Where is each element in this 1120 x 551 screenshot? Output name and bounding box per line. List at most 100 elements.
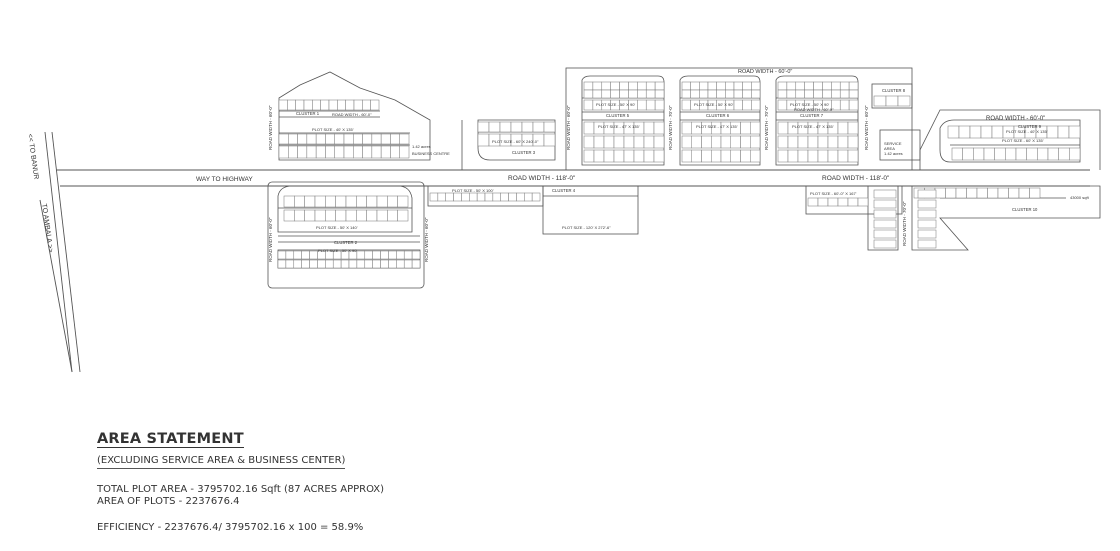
plot-cell [817, 135, 829, 149]
plot-cell [314, 209, 326, 222]
plot-cell [623, 149, 635, 163]
way-to-highway-label: WAY TO HIGHWAY [196, 176, 253, 183]
plot-cell [1057, 125, 1070, 139]
plot-size-cluster-9b: PLOT SIZE - 60' X 135' [1002, 138, 1044, 143]
plot-cell [966, 187, 978, 199]
plot-cell [353, 99, 363, 111]
plot-cell [837, 135, 849, 149]
plot-cell [730, 149, 741, 163]
plot-cell [294, 195, 305, 208]
plot-cell [380, 259, 389, 269]
highway-line-right [51, 131, 81, 373]
plot-cell [847, 135, 859, 149]
plot-cell [987, 187, 999, 199]
plot-cell [325, 145, 335, 159]
plot-cell [335, 209, 347, 222]
plot-cell [499, 121, 512, 133]
plot-cell [813, 81, 823, 91]
plot-cell [839, 89, 850, 99]
plot-cell [707, 81, 717, 91]
plot-cell [601, 89, 611, 99]
plot-cell [751, 89, 761, 99]
service-area-label-2: AREA [884, 146, 895, 151]
plot-cell [445, 192, 454, 202]
plot-size-cluster-7a: PLOT SIZE - 50' X 90' [790, 102, 829, 107]
plot-cell [742, 89, 752, 99]
plot-cell [847, 197, 859, 207]
plot-cell [633, 135, 645, 149]
plot-cell [777, 121, 789, 135]
plot-cell [283, 195, 295, 208]
plot-cell [345, 209, 357, 222]
plot-cell [716, 89, 726, 99]
plot-cell [325, 195, 336, 208]
plot-cell [306, 145, 317, 159]
plot-cell [317, 259, 326, 269]
plot-cell [332, 259, 342, 269]
plot-cell [411, 259, 421, 269]
plot-cell [777, 81, 788, 91]
plot-cell [795, 81, 805, 91]
plot-cell [1046, 125, 1059, 139]
plot-cell [691, 135, 702, 149]
plot-cell [312, 99, 321, 111]
cluster-1-road-label: ROAD WIDTH - 60'-0" [332, 112, 372, 117]
plot-cell [817, 197, 829, 207]
plot-cell [356, 259, 366, 269]
plot-cell [403, 259, 413, 269]
plot-cell [397, 195, 409, 208]
plot-cell [951, 147, 963, 161]
plot-cell [356, 209, 367, 222]
plot-cell [340, 259, 350, 269]
plot-cell [720, 149, 731, 163]
plot-cell [492, 192, 501, 202]
highway-line-left-2 [39, 199, 73, 373]
plot-cell [380, 145, 391, 159]
plot-cell [372, 250, 381, 260]
plot-cell [1037, 147, 1049, 161]
plot-cell [619, 81, 629, 91]
plot-cell [288, 133, 298, 145]
plot-cell [583, 89, 594, 99]
plot-cell [477, 121, 490, 133]
plot-rows [277, 81, 1081, 269]
plot-cell [917, 219, 937, 229]
plot-cell [837, 197, 849, 207]
plot-cell [484, 192, 494, 202]
plot-cell [750, 121, 761, 135]
plot-cell [733, 99, 743, 111]
plot-cell [278, 99, 288, 111]
plot-cell [287, 99, 296, 111]
plot-cell [787, 135, 799, 149]
plot-cell [873, 229, 897, 239]
plot-cell [524, 192, 533, 202]
plot-size-cluster-3: PLOT SIZE - 60' X 240'-0" [492, 139, 539, 144]
plot-size-cluster-6a: PLOT SIZE - 50' X 90' [694, 102, 733, 107]
plot-cell [613, 149, 625, 163]
plot-size-cluster-5b: PLOT SIZE - 47' X 135' [598, 124, 640, 129]
plot-cell [399, 133, 410, 145]
plot-cell [396, 250, 405, 260]
plot-cell [380, 250, 389, 260]
plot-cell [633, 149, 645, 163]
cluster-3-label: CLUSTER 3 [512, 150, 536, 155]
plot-cell [343, 133, 354, 145]
area-of-plots: AREA OF PLOTS - 2237676.4 [97, 496, 240, 507]
plot-cell [366, 195, 378, 208]
road-width-vertical-4: ROAD WIDTH - 60'-0" [566, 105, 571, 150]
plot-cell [945, 187, 957, 199]
plot-cell [278, 145, 289, 159]
plot-cell [873, 209, 897, 219]
plot-cell [1068, 125, 1081, 139]
plot-cell [955, 187, 967, 199]
plot-cell [388, 259, 397, 269]
plot-cell [476, 192, 486, 202]
plot-cell [653, 121, 665, 135]
plot-cell [277, 259, 287, 269]
plot-cell [681, 135, 692, 149]
plot-cell [804, 89, 814, 99]
plot-cell [822, 89, 832, 99]
road-width-vertical-1: ROAD WIDTH - 60'-0" [268, 105, 273, 150]
plot-cell [477, 133, 490, 147]
cluster-1-block [278, 71, 431, 161]
